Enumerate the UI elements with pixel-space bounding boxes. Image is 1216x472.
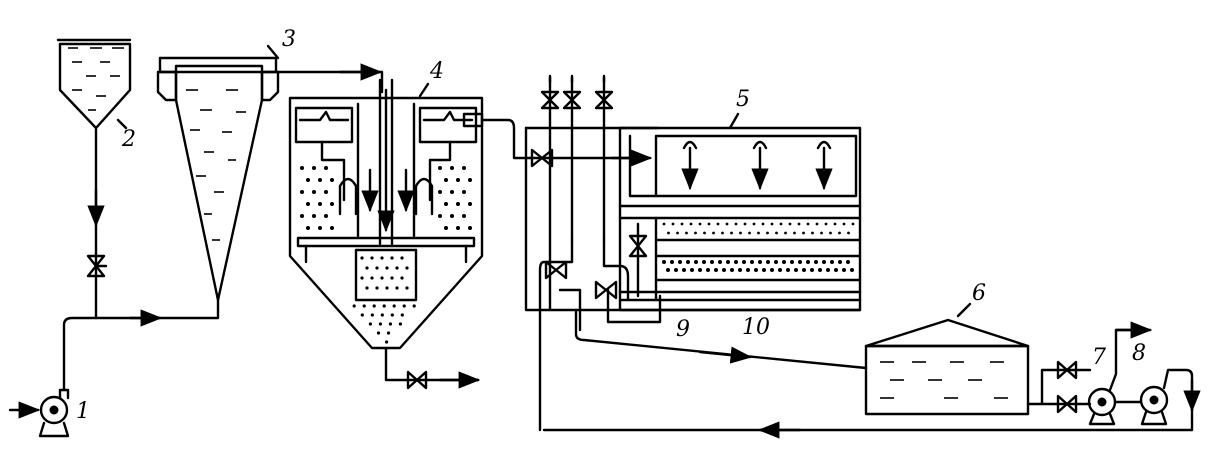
label-8: 8 xyxy=(1132,341,1146,366)
filter-media xyxy=(662,222,855,272)
label-9: 9 xyxy=(676,317,690,342)
pipe-10 xyxy=(574,310,868,370)
leader-4 xyxy=(418,82,430,98)
label-1: 1 xyxy=(76,399,90,424)
filter-5 xyxy=(524,74,862,432)
pump-1 xyxy=(8,388,70,438)
leader-3 xyxy=(266,44,280,60)
feed-pipe xyxy=(62,298,220,392)
clarifier-4 xyxy=(288,78,532,390)
label-2: 2 xyxy=(121,127,136,152)
leader-6 xyxy=(956,302,972,318)
leader-5 xyxy=(728,112,740,130)
leader-2 xyxy=(116,118,128,130)
label-5: 5 xyxy=(736,87,750,112)
mixer-cone-3 xyxy=(156,56,384,302)
label-3: 3 xyxy=(282,27,296,52)
label-4: 4 xyxy=(429,59,444,84)
clarifier-dots xyxy=(300,166,472,344)
pump-8 xyxy=(542,368,1201,439)
reagent-tank-2 xyxy=(56,38,132,320)
label-10: 10 xyxy=(742,315,770,340)
label-6: 6 xyxy=(972,281,986,306)
reservoir-6 xyxy=(864,318,1030,416)
label-7: 7 xyxy=(1092,345,1106,370)
